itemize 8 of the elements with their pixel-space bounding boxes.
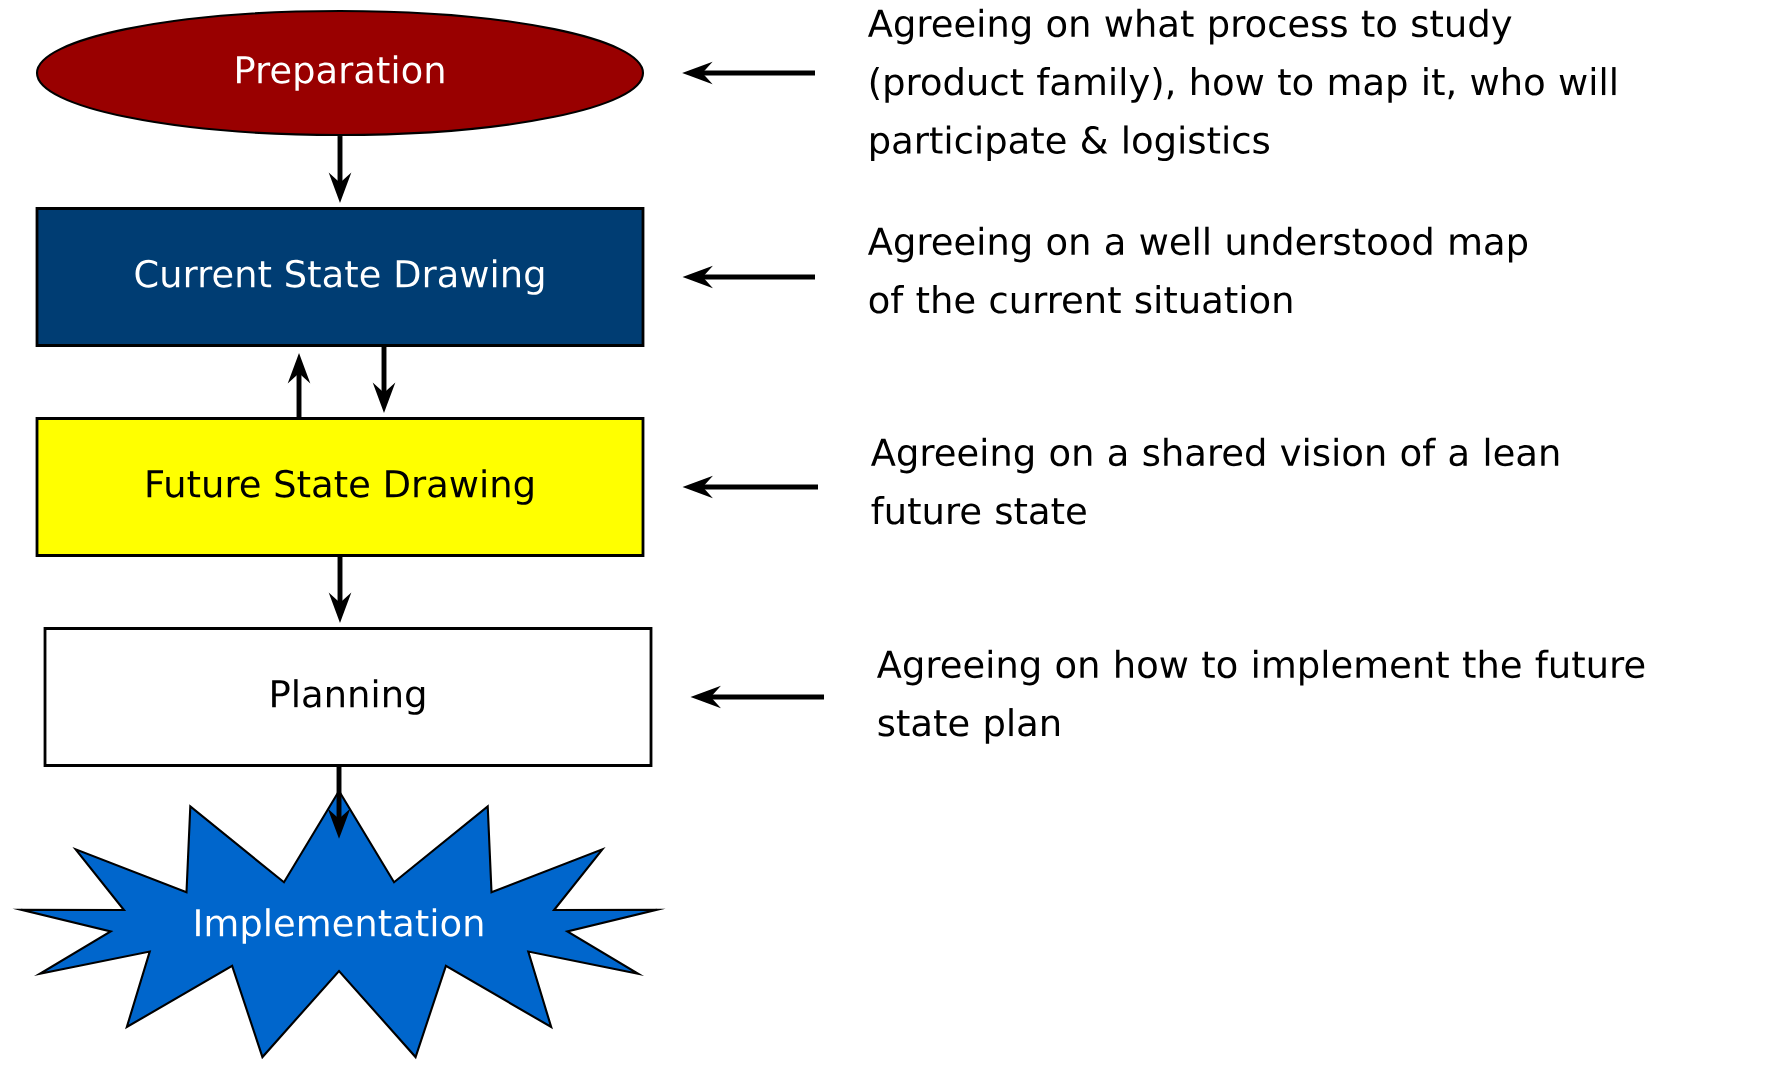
ellipse-node: Preparation	[35, 9, 645, 137]
description-text: Agreeing on what process to study (product family), how to map it, who will participate & logistics	[868, 8, 1616, 162]
description-text: Agreeing on a shared vision of a lean future state	[871, 437, 1559, 525]
description-text: Agreeing on a well understood map of the current situation	[868, 226, 1528, 314]
description-text: Agreeing on how to implement the future state plan	[877, 649, 1645, 744]
process-box: Future State Drawing	[35, 417, 645, 557]
process-box: Current State Drawing	[35, 207, 645, 347]
process-box: Planning	[43, 627, 653, 767]
